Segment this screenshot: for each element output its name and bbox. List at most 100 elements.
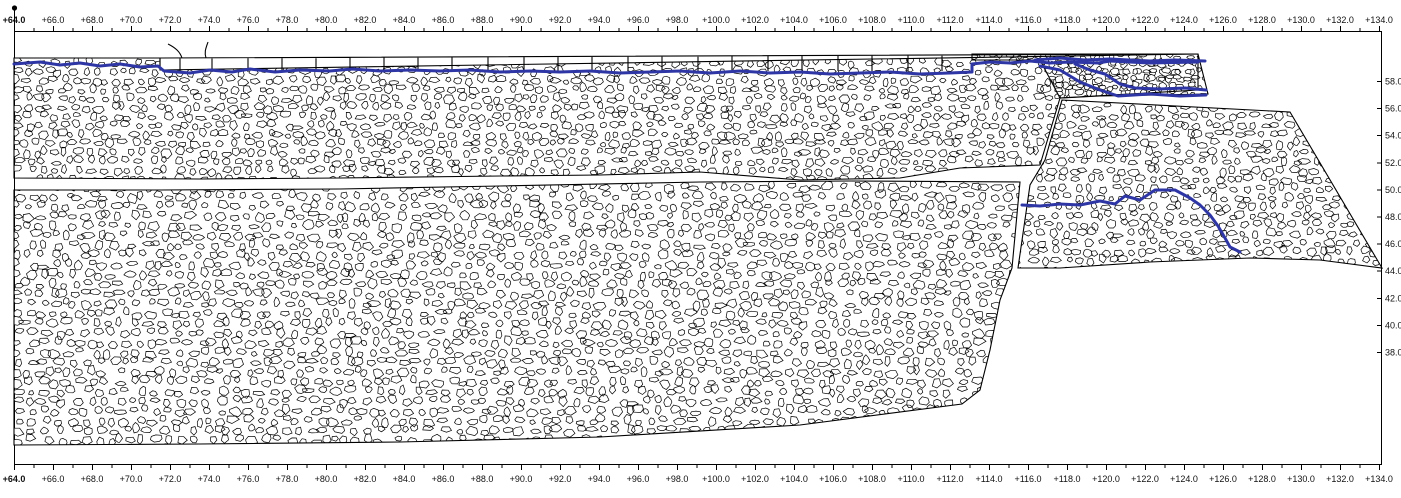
x-tick-label-bottom: +74.0: [198, 474, 221, 484]
x-tick-label-bottom: +128.0: [1248, 474, 1276, 484]
x-tick-label-bottom: +80.0: [315, 474, 338, 484]
x-tick-label-top: +134.0: [1365, 15, 1393, 25]
stone-pattern: [14, 181, 1020, 445]
right-section-outline: [1017, 99, 1384, 269]
x-tick-label-top: +78.0: [276, 15, 299, 25]
y-tick-label: 42.0: [1385, 293, 1401, 303]
upper-wall-outline: [13, 53, 1199, 181]
x-tick-label-top: +106.0: [819, 15, 847, 25]
x-tick-label-bottom: +64.0: [3, 474, 26, 484]
x-tick-label-top: +84.0: [393, 15, 416, 25]
x-tick-label-bottom: +76.0: [237, 474, 260, 484]
x-tick-label-bottom: +104.0: [780, 474, 808, 484]
x-tick-label-top: +80.0: [315, 15, 338, 25]
y-tick-label: 52.0: [1385, 158, 1401, 168]
x-tick-label-top: +94.0: [588, 15, 611, 25]
x-tick-label-bottom: +70.0: [120, 474, 143, 484]
x-tick-label-top: +108.0: [858, 15, 886, 25]
x-tick-label-top: +86.0: [432, 15, 455, 25]
x-tick-label-top: +116.0: [1014, 15, 1041, 25]
x-tick-label-top: +90.0: [510, 15, 533, 25]
top-coping-blocks: [159, 53, 1199, 72]
x-tick-label-top: +98.0: [666, 15, 689, 25]
x-tick-label-top: +82.0: [354, 15, 377, 25]
x-tick-label-top: +114.0: [975, 15, 1002, 25]
masonry-upper-wall: [14, 55, 1198, 180]
x-tick-label-bottom: +84.0: [393, 474, 416, 484]
wall-outlines: [13, 41, 1384, 446]
x-tick-label-bottom: +92.0: [549, 474, 572, 484]
x-tick-label-bottom: +102.0: [741, 474, 769, 484]
y-tick-label: 58.0: [1385, 77, 1401, 87]
x-tick-label-bottom: +106.0: [819, 474, 847, 484]
x-tick-label-top: +70.0: [120, 15, 143, 25]
x-tick-label-bottom: +118.0: [1053, 474, 1080, 484]
y-tick-label: 44.0: [1385, 266, 1401, 276]
x-tick-label-bottom: +68.0: [81, 474, 104, 484]
x-axis-top: +64.0+66.0+68.0+70.0+72.0+74.0+76.0+78.0…: [3, 15, 1393, 31]
x-tick-label-top: +124.0: [1170, 15, 1198, 25]
x-tick-label-top: +92.0: [549, 15, 572, 25]
origin-pin-icon: [11, 5, 18, 26]
x-tick-label-bottom: +132.0: [1326, 474, 1354, 484]
x-tick-label-bottom: +90.0: [510, 474, 533, 484]
x-tick-label-top: +72.0: [159, 15, 182, 25]
x-tick-label-top: +74.0: [198, 15, 221, 25]
x-tick-label-bottom: +108.0: [858, 474, 886, 484]
x-tick-label-bottom: +122.0: [1131, 474, 1159, 484]
section-line-right: [1020, 188, 1242, 254]
x-tick-label-bottom: +116.0: [1014, 474, 1041, 484]
x-tick-label-bottom: +120.0: [1092, 474, 1120, 484]
y-axis-right: 58.056.054.052.050.048.046.044.042.040.0…: [1377, 77, 1401, 358]
section-line-top: [12, 59, 1200, 76]
x-tick-label-top: +100.0: [702, 15, 730, 25]
x-tick-label-bottom: +110.0: [897, 474, 924, 484]
x-tick-label-bottom: +88.0: [471, 474, 494, 484]
x-tick-label-bottom: +114.0: [975, 474, 1002, 484]
section-lines: [12, 56, 1242, 254]
x-tick-label-bottom: +98.0: [666, 474, 689, 484]
x-tick-label-top: +102.0: [741, 15, 769, 25]
x-tick-label-bottom: +112.0: [936, 474, 963, 484]
x-tick-label-top: +96.0: [627, 15, 650, 25]
x-tick-label-top: +110.0: [897, 15, 924, 25]
stone-pattern: [1018, 100, 1382, 268]
section-line-top-right-branch: [1073, 62, 1208, 92]
x-tick-label-bottom: +78.0: [276, 474, 299, 484]
section-line-top-right-lower: [1038, 64, 1208, 98]
x-tick-label-bottom: +134.0: [1365, 474, 1393, 484]
x-tick-label-top: +118.0: [1053, 15, 1080, 25]
x-tick-label-bottom: +94.0: [588, 474, 611, 484]
y-tick-label: 56.0: [1385, 104, 1401, 114]
x-tick-label-top: +126.0: [1209, 15, 1237, 25]
x-tick-label-top: +122.0: [1131, 15, 1159, 25]
y-tick-label: 50.0: [1385, 185, 1401, 195]
x-tick-label-bottom: +86.0: [432, 474, 455, 484]
masonry-right-section: [1018, 100, 1382, 268]
x-tick-label-top: +88.0: [471, 15, 494, 25]
x-tick-label-bottom: +130.0: [1287, 474, 1315, 484]
x-tick-label-top: +132.0: [1326, 15, 1354, 25]
x-tick-label-bottom: +82.0: [354, 474, 377, 484]
x-tick-label-top: +120.0: [1092, 15, 1120, 25]
x-tick-label-top: +68.0: [81, 15, 104, 25]
stone-pattern: [14, 55, 1198, 180]
x-tick-label-top: +66.0: [42, 15, 65, 25]
x-tick-label-bottom: +72.0: [159, 474, 182, 484]
x-axis-bottom: +64.0 +66.0 +68.0 +70.0 +72.0 +74.0 +76.0 +78.0…: [3, 465, 1393, 484]
x-tick-label-bottom: +66.0: [42, 474, 65, 484]
cap-stone-lines: [167, 41, 209, 59]
y-tick-label: 38.0: [1385, 348, 1401, 358]
x-tick-label-bottom: +100.0: [702, 474, 730, 484]
x-tick-label-bottom: +124.0: [1170, 474, 1198, 484]
x-tick-label-top: +76.0: [237, 15, 260, 25]
y-tick-label: 54.0: [1385, 131, 1401, 141]
x-tick-label-top: +104.0: [780, 15, 808, 25]
y-tick-label: 48.0: [1385, 212, 1401, 222]
x-tick-label-bottom: +126.0: [1209, 474, 1237, 484]
x-tick-label-top: +112.0: [936, 15, 963, 25]
origin-pin-dot: [11, 5, 18, 11]
x-tick-label-top: +128.0: [1248, 15, 1276, 25]
x-tick-label-top: +130.0: [1287, 15, 1315, 25]
